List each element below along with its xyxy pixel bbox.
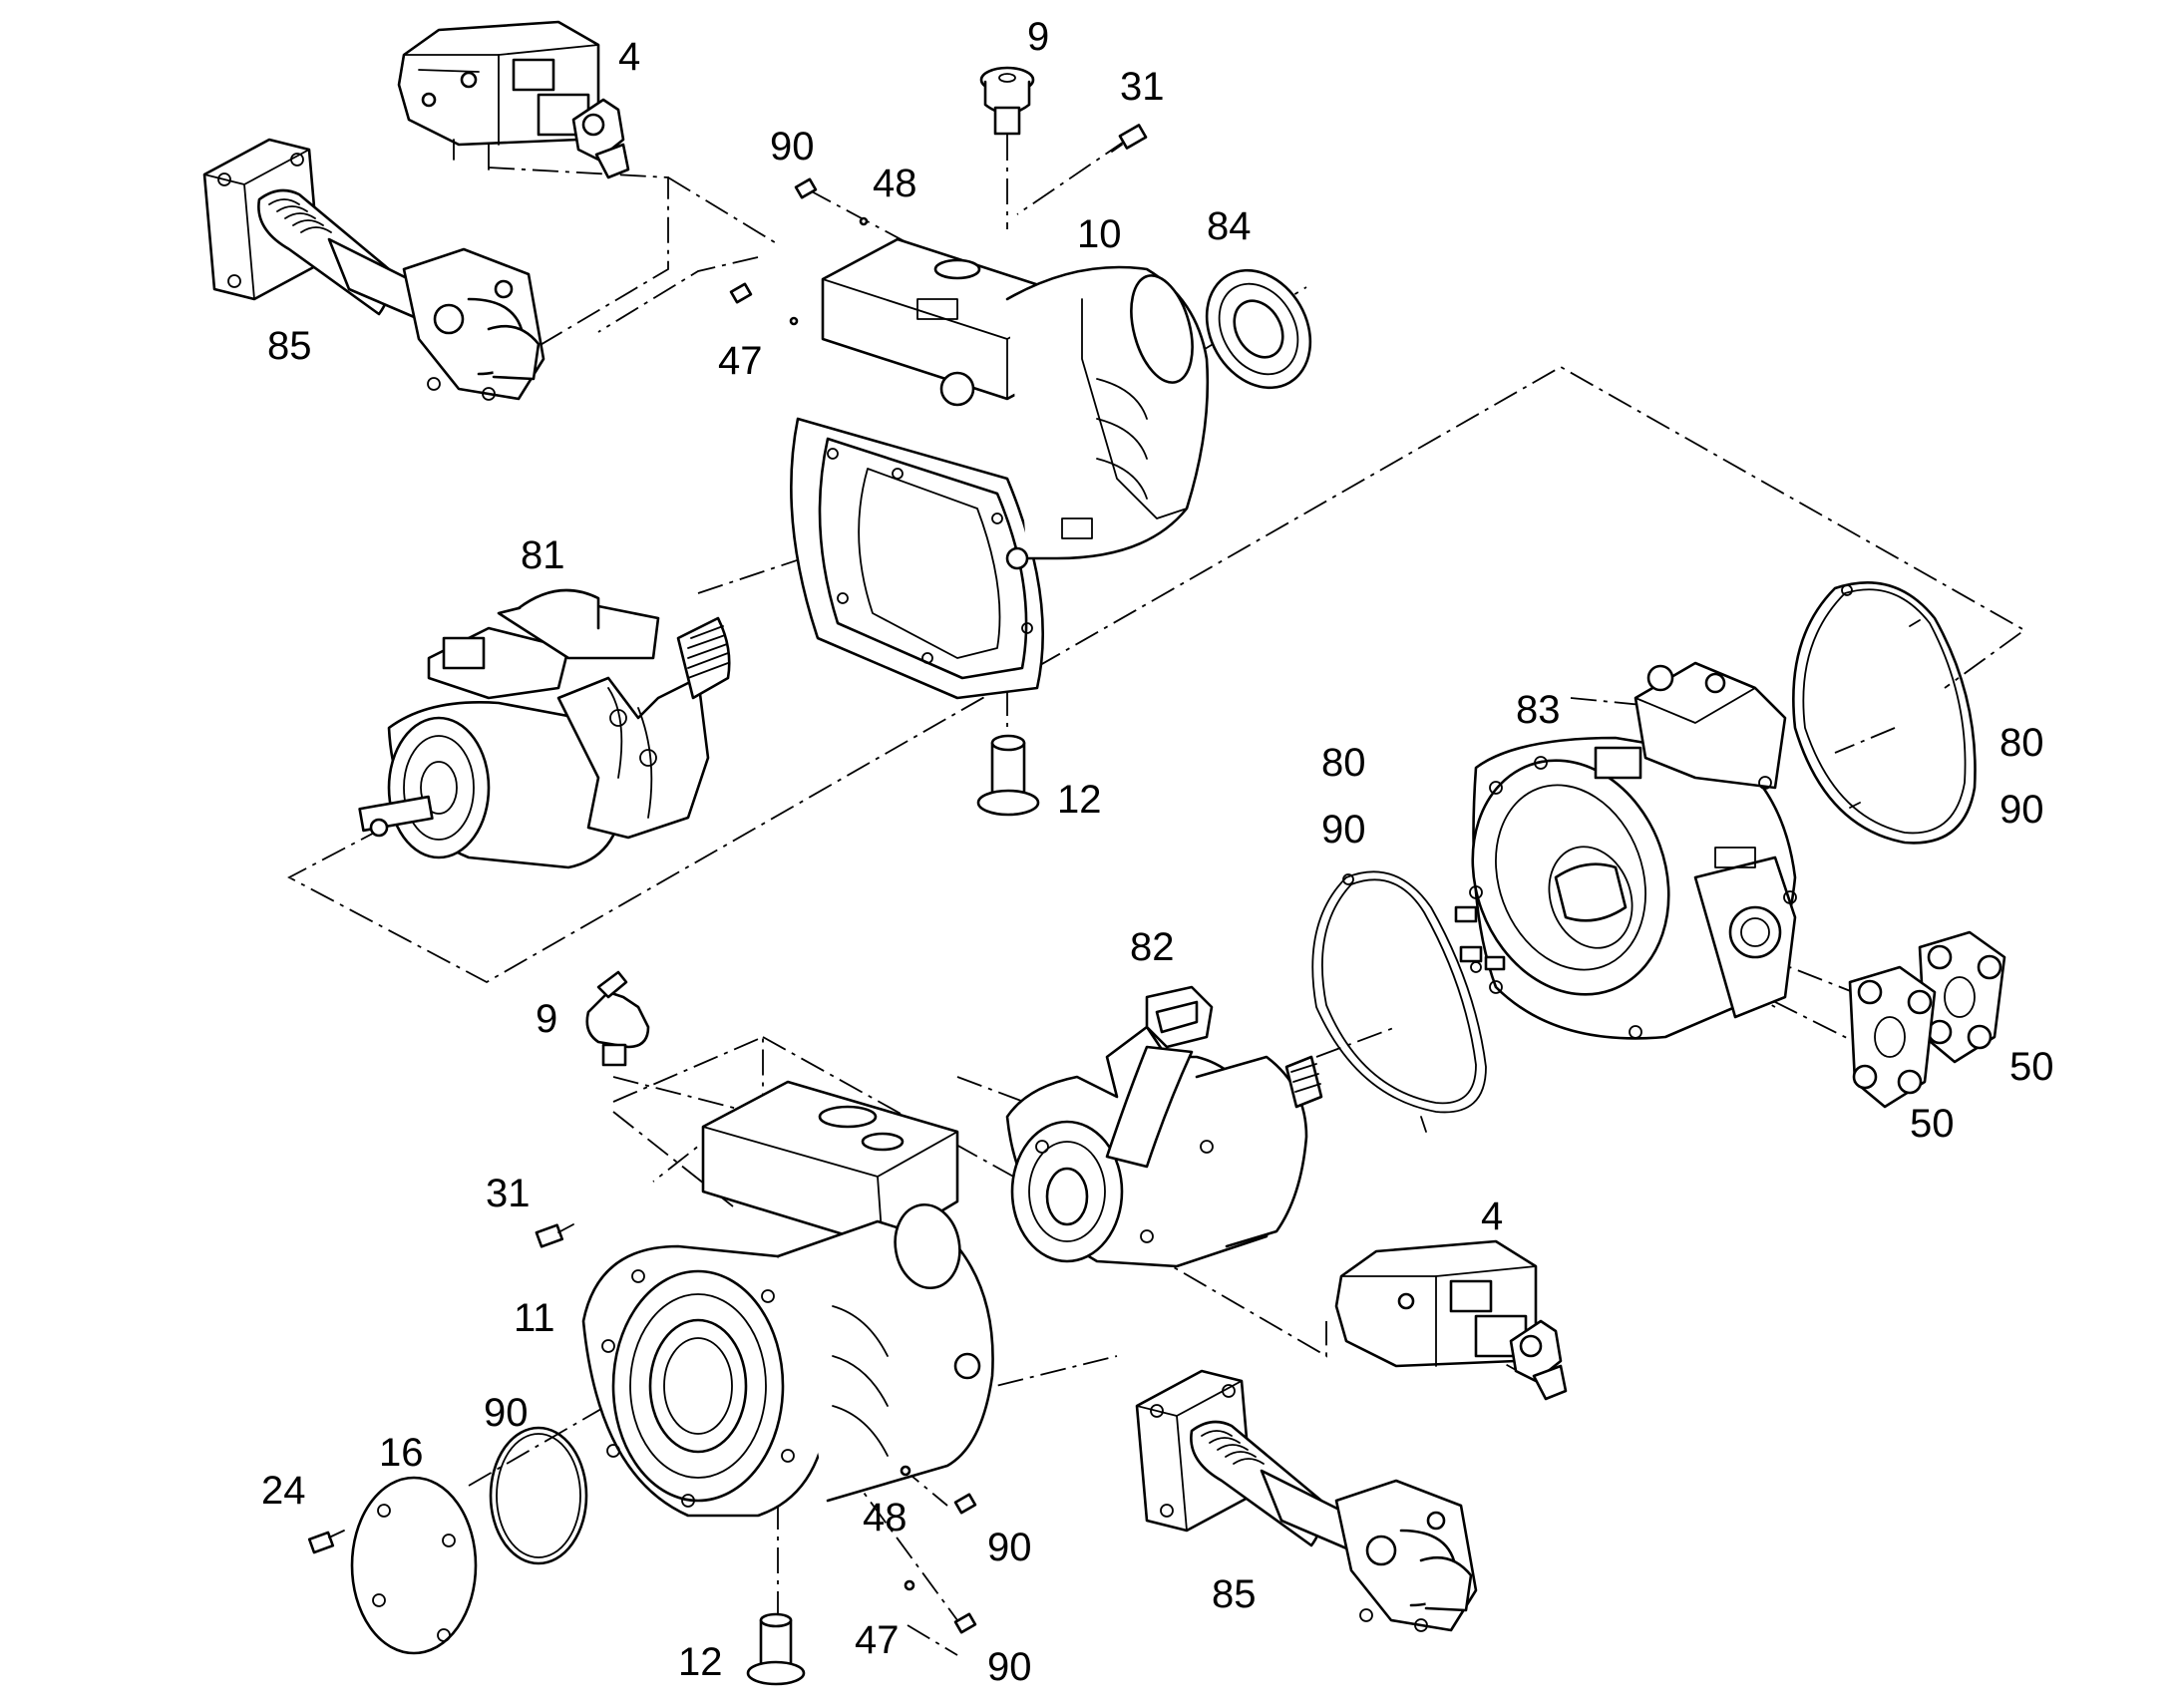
screws-top: [729, 124, 1148, 326]
callout-85-bottom: 85: [1212, 1572, 1257, 1616]
callout-85-top: 85: [267, 324, 312, 368]
callout-9-top: 9: [1027, 15, 1049, 59]
callout-50-lower: 50: [1910, 1102, 1955, 1146]
stub-bolt-bottom: [746, 1612, 806, 1686]
port-plate-housing: [1454, 661, 1797, 1040]
callout-90-top: 90: [770, 125, 815, 169]
swashplate-assembly: [1005, 985, 1323, 1268]
callout-47-top: 47: [718, 339, 763, 383]
callout-90-oring: 90: [484, 1391, 529, 1435]
flange-lower: [1848, 965, 1937, 1109]
callout-4-bottom: 4: [1481, 1195, 1503, 1238]
servo-piston-top: [202, 138, 545, 401]
callout-48-bottom: 48: [863, 1496, 908, 1539]
screw-24: [307, 1530, 345, 1554]
housing-top: [790, 237, 1210, 700]
shaft-seal-ring: [1205, 268, 1312, 390]
callout-9-bottom: 9: [536, 997, 557, 1041]
screws-bottom: [900, 1465, 977, 1634]
callout-83: 83: [1516, 688, 1561, 732]
callout-12-bottom: 12: [678, 1640, 723, 1684]
callout-16: 16: [379, 1431, 424, 1475]
stub-bolt-top: [976, 734, 1040, 817]
screw-bottom-31: [535, 1223, 574, 1248]
callout-80-right: 80: [1999, 721, 2044, 765]
callout-4-top: 4: [618, 35, 640, 79]
callout-82: 82: [1130, 925, 1175, 969]
o-ring-bottom: [489, 1426, 588, 1565]
callout-90-center: 90: [1321, 808, 1366, 852]
callout-90-bottom-b: 90: [987, 1645, 1032, 1689]
flange-upper: [1918, 930, 2006, 1064]
callout-48-top: 48: [873, 162, 917, 205]
callout-84: 84: [1207, 204, 1252, 248]
callout-47-bottom: 47: [855, 1618, 900, 1662]
callout-24: 24: [261, 1469, 306, 1513]
callout-90-bottom-a: 90: [987, 1526, 1032, 1569]
cover-plate: [350, 1476, 478, 1655]
callout-90-right: 90: [1999, 788, 2044, 832]
callout-10: 10: [1077, 212, 1122, 256]
callout-11: 11: [514, 1296, 555, 1340]
control-valve-bottom: [1334, 1239, 1568, 1401]
sensor-plug-bottom: [585, 970, 650, 1067]
callout-31-bottom: 31: [486, 1172, 531, 1215]
callout-80-center: 80: [1321, 741, 1366, 785]
callout-labels: 4 9 31 90 48 10 84 85 47 81 83 80 90 80 …: [261, 15, 2054, 1689]
control-valve-top: [397, 20, 630, 179]
callout-50-right: 50: [2009, 1045, 2054, 1089]
callout-12-top: 12: [1057, 778, 1102, 822]
gasket-center: [1311, 870, 1487, 1133]
gasket-right: [1792, 580, 1977, 845]
callout-31-top: 31: [1120, 65, 1165, 109]
sensor-plug-top: [979, 66, 1035, 136]
rotary-group: [358, 588, 731, 869]
housing-bottom: [581, 1080, 994, 1518]
callout-81: 81: [521, 533, 565, 577]
servo-piston-bottom: [1135, 1369, 1478, 1632]
